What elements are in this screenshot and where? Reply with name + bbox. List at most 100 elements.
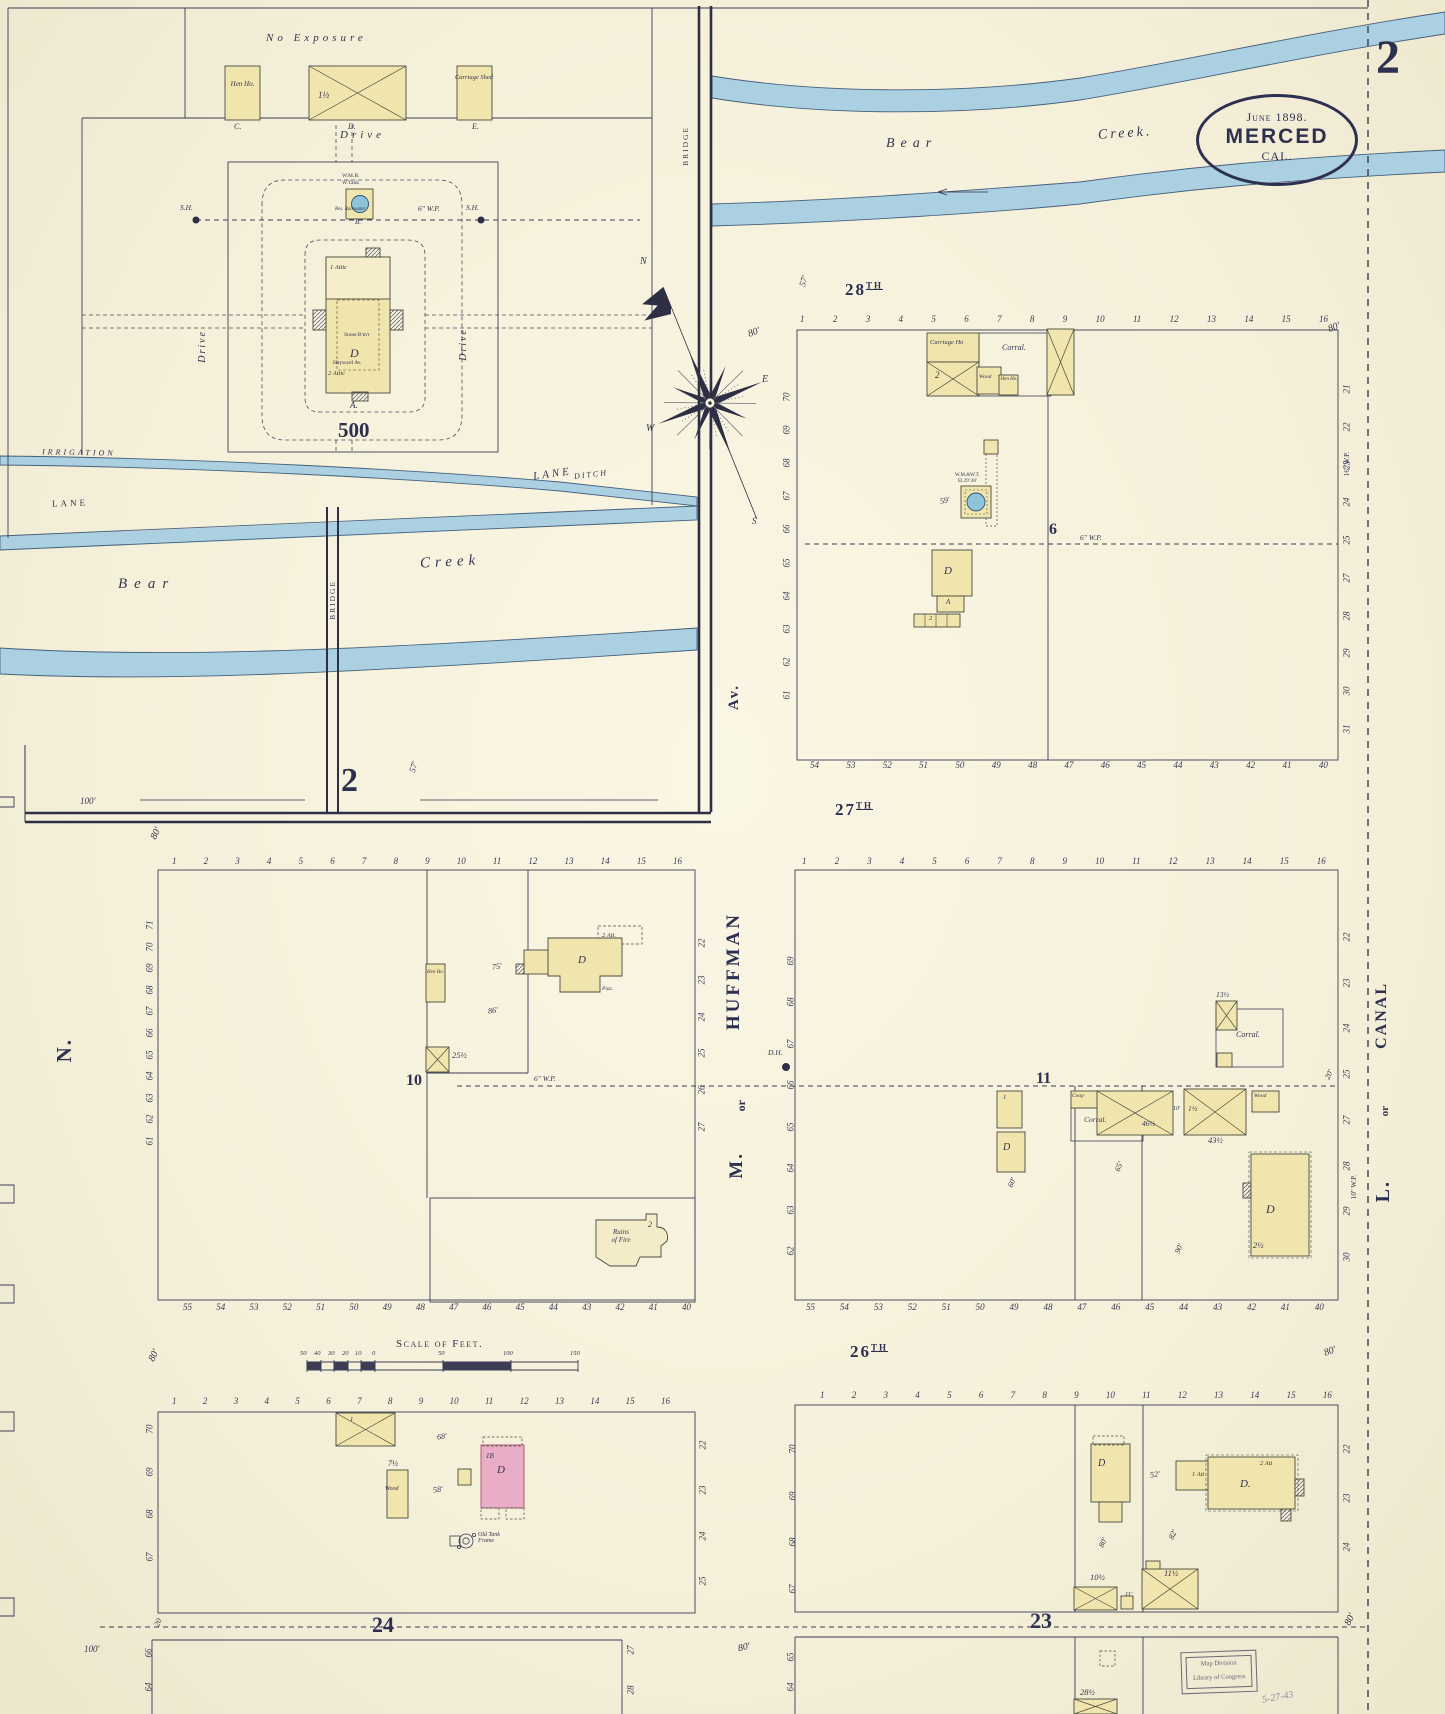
double-hydrant-dot bbox=[782, 1063, 790, 1071]
estate-e: E. bbox=[472, 122, 479, 131]
block6-corral: Corral. bbox=[1002, 343, 1026, 352]
estate-lot-500: 500 bbox=[338, 418, 370, 442]
stamp-line2: Library of Congress bbox=[1192, 1672, 1246, 1682]
scale-t2: 30 bbox=[328, 1350, 335, 1357]
compass-n: N bbox=[640, 256, 647, 267]
block24-old-tank: Old Tank Frame bbox=[478, 1532, 500, 1544]
block11-1half: 1½ bbox=[1188, 1104, 1198, 1113]
block10-d86: 86' bbox=[487, 1005, 499, 1016]
street-l-or: or bbox=[1379, 1106, 1391, 1117]
estate-drive-top: Drive bbox=[340, 129, 386, 141]
no-exposure-label: No Exposure bbox=[266, 32, 367, 44]
block10-number: 10 bbox=[406, 1072, 422, 1089]
block23-house-d2: D. bbox=[1240, 1478, 1251, 1490]
block11-d10: 10' bbox=[1173, 1106, 1181, 1112]
street-huffman: HUFFMAN bbox=[723, 912, 744, 1031]
estate-tank-label1: W.M.B. bbox=[342, 173, 360, 179]
block11-d2half: 2½ bbox=[1253, 1240, 1264, 1250]
scale-t8: 150 bbox=[570, 1350, 580, 1357]
estate-stone: Stone B'm't bbox=[344, 332, 370, 338]
block6-number: 6 bbox=[1049, 521, 1057, 538]
block6-wood: Wood bbox=[979, 374, 992, 380]
block24-number: 24 bbox=[372, 1612, 394, 1637]
estate-house-d: D bbox=[350, 346, 359, 360]
sheet-border bbox=[0, 0, 1369, 1714]
block11-lines bbox=[794, 869, 1339, 1301]
estate-carriage-shed: Carriage Shed bbox=[454, 74, 494, 81]
estate-water-pipe bbox=[192, 216, 640, 224]
estate-drives bbox=[82, 125, 652, 452]
title-oval: June 1898. MERCED CAL. bbox=[1196, 94, 1358, 186]
street-canal: CANAL bbox=[1373, 982, 1390, 1049]
block11-d43: 43½ bbox=[1208, 1135, 1223, 1145]
block23-d10half: 10½ bbox=[1090, 1572, 1105, 1582]
compass-rose bbox=[642, 286, 764, 520]
block24-house-d: D bbox=[497, 1464, 505, 1476]
block23-att2: 2 Att bbox=[1260, 1460, 1273, 1467]
estate-barn-height: 1½ bbox=[318, 90, 330, 100]
scale-t0: 50 bbox=[300, 1350, 307, 1357]
bridge-top-label: BRIDGE bbox=[681, 126, 690, 166]
street-m: M. bbox=[726, 1152, 747, 1179]
ruins-line2: of Fire bbox=[611, 1236, 631, 1244]
estate-sh-right: S.H. bbox=[466, 203, 479, 212]
estate-drive-left: Drive bbox=[197, 330, 208, 363]
estate-tank-label2: W.Tank bbox=[342, 180, 359, 186]
scale-bar bbox=[306, 1360, 579, 1372]
block10-hen-house: Hen Ho. bbox=[427, 970, 444, 975]
estate-buildings bbox=[224, 65, 493, 402]
creek-lower-label: Creek bbox=[419, 552, 481, 572]
block10-lines bbox=[157, 869, 696, 1303]
block10-att2: 2 Att. bbox=[602, 932, 616, 939]
block10-d75: 75' bbox=[491, 961, 503, 972]
block6-tank-l1: W.M.&W.T. bbox=[955, 473, 980, 478]
block23-d11half: 11½ bbox=[1164, 1568, 1179, 1578]
block11-coop: Coop bbox=[1072, 1093, 1084, 1099]
dim-100-left: 100' bbox=[80, 796, 96, 806]
block6-carriage-house: Carriage Ho bbox=[930, 339, 964, 346]
street-huffman-or: or bbox=[734, 1100, 748, 1112]
scale-t4: 10 bbox=[355, 1350, 362, 1357]
scale-t1: 40 bbox=[314, 1350, 321, 1357]
block6-hen-house: Hen Ho. bbox=[1000, 377, 1018, 382]
block23-att1: 1 Att bbox=[1192, 1471, 1205, 1478]
block23-d52: 52' bbox=[1149, 1469, 1161, 1480]
block10-piazza: Piaz. bbox=[602, 986, 614, 992]
block24-barn1: 1 bbox=[350, 1416, 354, 1423]
block11-house-d-big: D bbox=[1266, 1202, 1275, 1216]
title-city: MERCED bbox=[1225, 125, 1329, 148]
estate-block-2: 2 bbox=[341, 762, 358, 799]
old-tank-line1: Old Tank bbox=[478, 1532, 500, 1538]
block24-d68: 68' bbox=[436, 1431, 448, 1442]
street-huffman-av: Av. bbox=[726, 684, 742, 711]
compass-w: W bbox=[646, 423, 655, 434]
block6-wp6: 6" W.P. bbox=[1080, 533, 1102, 542]
block11-wood: Wood bbox=[1254, 1093, 1267, 1099]
estate-tank-sub: Res. Rainwater bbox=[335, 207, 366, 212]
scale-t6: 50 bbox=[438, 1350, 445, 1357]
old-tank-line2: Frame bbox=[478, 1538, 494, 1544]
block11-house-d-small: D bbox=[1003, 1142, 1011, 1153]
block10-ruins-h: 2 bbox=[648, 1220, 652, 1229]
block10-ruins: Ruins of Fire bbox=[598, 1228, 644, 1244]
block11-number: 11 bbox=[1036, 1070, 1052, 1087]
estate-d-letter: D. bbox=[348, 122, 356, 131]
block6-tank-l2: El.29'.30' bbox=[958, 479, 977, 484]
block6-buildings bbox=[913, 328, 1075, 628]
bridge-lower-label: BRIDGE bbox=[328, 580, 337, 620]
